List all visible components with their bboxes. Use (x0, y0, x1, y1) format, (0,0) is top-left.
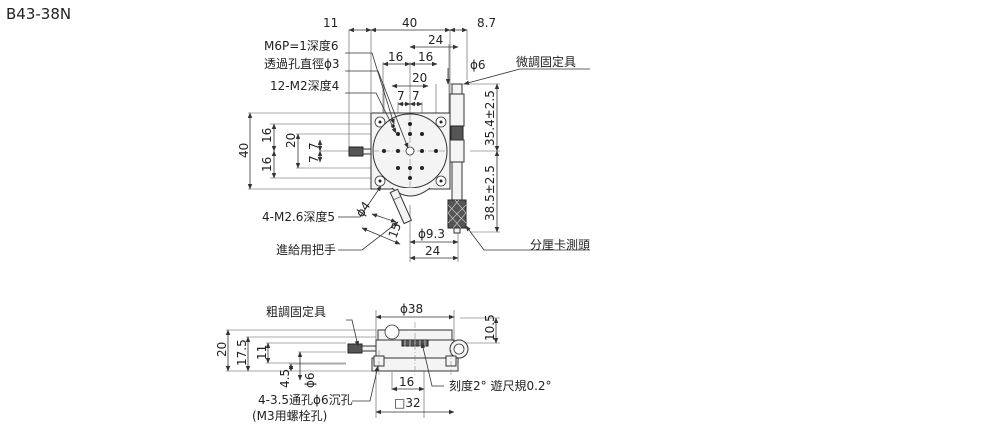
model-title: B43-38N (6, 5, 71, 23)
m2-tapped-holes (382, 122, 438, 180)
dim-11-side: 11 (255, 345, 269, 360)
top-view: 11 40 8.7 24 16 16 20 7 7 40 16 16 20 7 … (237, 16, 590, 262)
handle-knob (384, 324, 400, 340)
dim-7-left: 7 (397, 89, 405, 103)
dim-7-lower: 7 (307, 155, 321, 163)
label-holes: 4-3.5通孔ϕ6沉孔 (258, 393, 353, 407)
dim-24-bottom: 24 (425, 244, 440, 258)
label-fine-lock: 微調固定具 (516, 54, 576, 69)
dim-7-right: 7 (412, 89, 420, 103)
label-holes-note: (M3用螺栓孔) (252, 408, 327, 423)
dim-8-7: 8.7 (477, 16, 496, 30)
label-feed-handle: 進給用把手 (276, 243, 336, 257)
dim-sq32: □32 (394, 396, 421, 410)
side-view: ϕ38 10.5 20 17.5 11 4.5 ϕ6 16 □32 粗調固定具 … (215, 302, 552, 423)
label-m6p: M6P=1深度6 (264, 38, 339, 53)
center-hole (405, 146, 415, 156)
dim-16-side: 16 (399, 375, 414, 389)
dim-17-5: 17.5 (235, 339, 249, 366)
dim-20-side: 20 (215, 342, 229, 357)
dim-20-left: 20 (284, 133, 298, 148)
label-m2: 12-M2深度4 (270, 78, 339, 93)
dim-16-lower: 16 (260, 157, 274, 172)
dim-phi6-side: ϕ6 (303, 372, 317, 388)
dim-11: 11 (323, 16, 338, 30)
label-through-hole: 透過孔直徑ϕ3 (264, 57, 340, 71)
micrometer-assembly (447, 83, 467, 234)
dim-16-right: 16 (418, 50, 433, 64)
dim-phi6: ϕ6 (470, 58, 486, 72)
dim-16-upper: 16 (260, 128, 274, 143)
label-scale: 刻度2° 遊尺規0.2° (449, 378, 552, 393)
dim-4-5: 4.5 (278, 369, 292, 388)
dim-10-5: 10.5 (483, 314, 497, 341)
label-m2-6: 4-M2.6深度5 (262, 209, 335, 224)
dim-16-left: 16 (388, 50, 403, 64)
coarse-lock-knob-side (347, 343, 363, 354)
dim-phi9-3: ϕ9.3 (418, 227, 445, 241)
label-micrometer: 分厘卡測頭 (530, 238, 590, 252)
dim-24: 24 (428, 33, 443, 47)
dim-7-upper: 7 (307, 142, 321, 150)
dim-phi38: ϕ38 (400, 302, 423, 316)
dim-40: 40 (402, 16, 417, 30)
dim-15: 15 (386, 221, 404, 240)
dim-stroke-lower: 38.5±2.5 (483, 165, 497, 221)
dim-stroke-upper: 35.4±2.5 (483, 90, 497, 146)
dim-20: 20 (412, 71, 427, 85)
dim-40-left: 40 (237, 143, 251, 158)
coarse-lock-knob (348, 146, 364, 157)
label-coarse-lock: 粗調固定具 (266, 304, 326, 319)
feed-handle (389, 188, 413, 225)
